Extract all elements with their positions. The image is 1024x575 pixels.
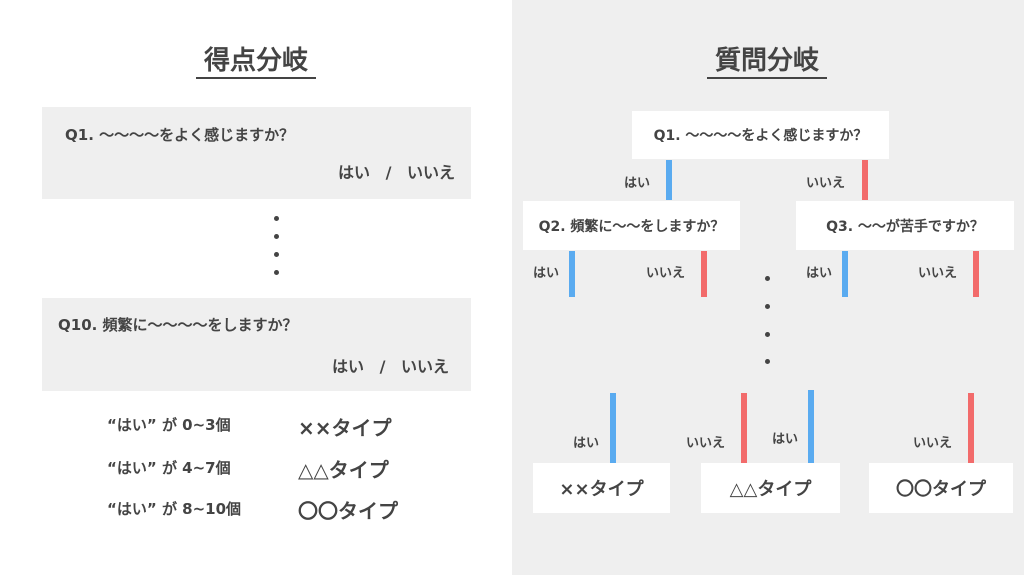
ellipsis-dot — [274, 216, 279, 221]
question-text: Q1. 〜〜〜〜をよく感じますか？ — [65, 126, 295, 144]
tree-node-q2: Q2. 頻繁に〜〜をしますか？ — [523, 201, 740, 250]
tree-node-q3: Q3. 〜〜が苦手ですか？ — [796, 201, 1014, 250]
result-condition: “はい” が 0~3個 — [107, 416, 231, 434]
answer-options: はい / いいえ — [332, 357, 449, 376]
yes-branch-line — [808, 390, 814, 463]
yes-branch-line — [666, 160, 672, 200]
ellipsis-dot — [274, 252, 279, 257]
result-type: ××タイプ — [298, 416, 392, 440]
result-type: △△タイプ — [298, 458, 389, 482]
title-underline — [707, 77, 827, 79]
yes-label: はい — [533, 266, 560, 281]
ellipsis-dot — [274, 234, 279, 239]
question-branch-title: 質問分岐 — [714, 46, 819, 76]
no-label: いいえ — [918, 266, 958, 281]
no-label: いいえ — [913, 436, 953, 451]
result-node: ××タイプ — [533, 463, 670, 513]
result-type: 〇〇タイプ — [298, 499, 398, 523]
ellipsis-dot — [765, 304, 770, 309]
yes-label: はい — [573, 436, 600, 451]
ellipsis-dot — [274, 270, 279, 275]
no-label: いいえ — [806, 176, 846, 191]
no-branch-line — [968, 393, 974, 463]
no-label: いいえ — [646, 266, 686, 281]
result-node: 〇〇タイプ — [869, 463, 1013, 513]
result-condition: “はい” が 8~10個 — [107, 500, 242, 518]
yes-label: はい — [772, 432, 799, 447]
result-condition: “はい” が 4~7個 — [107, 459, 231, 477]
yes-branch-line — [842, 251, 848, 297]
yes-label: はい — [624, 176, 651, 191]
tree-node-q1: Q1. 〜〜〜〜をよく感じますか？ — [632, 111, 889, 159]
ellipsis-dot — [765, 276, 770, 281]
question-box-q1: Q1. 〜〜〜〜をよく感じますか？ はい / いいえ — [42, 107, 471, 199]
answer-options: はい / いいえ — [338, 163, 455, 182]
no-branch-line — [701, 251, 707, 297]
ellipsis-dot — [765, 359, 770, 364]
yes-branch-line — [569, 251, 575, 297]
ellipsis-dot — [765, 332, 770, 337]
yes-branch-line — [610, 393, 616, 463]
no-branch-line — [741, 393, 747, 463]
no-label: いいえ — [686, 436, 726, 451]
no-branch-line — [973, 251, 979, 297]
no-branch-line — [862, 160, 868, 200]
score-branch-title: 得点分岐 — [203, 46, 308, 76]
question-box-q10: Q10. 頻繁に〜〜〜〜をしますか？ はい / いいえ — [42, 298, 471, 391]
yes-label: はい — [806, 266, 833, 281]
question-text: Q10. 頻繁に〜〜〜〜をしますか？ — [58, 316, 298, 334]
title-underline — [196, 77, 316, 79]
result-node: △△タイプ — [701, 463, 840, 513]
